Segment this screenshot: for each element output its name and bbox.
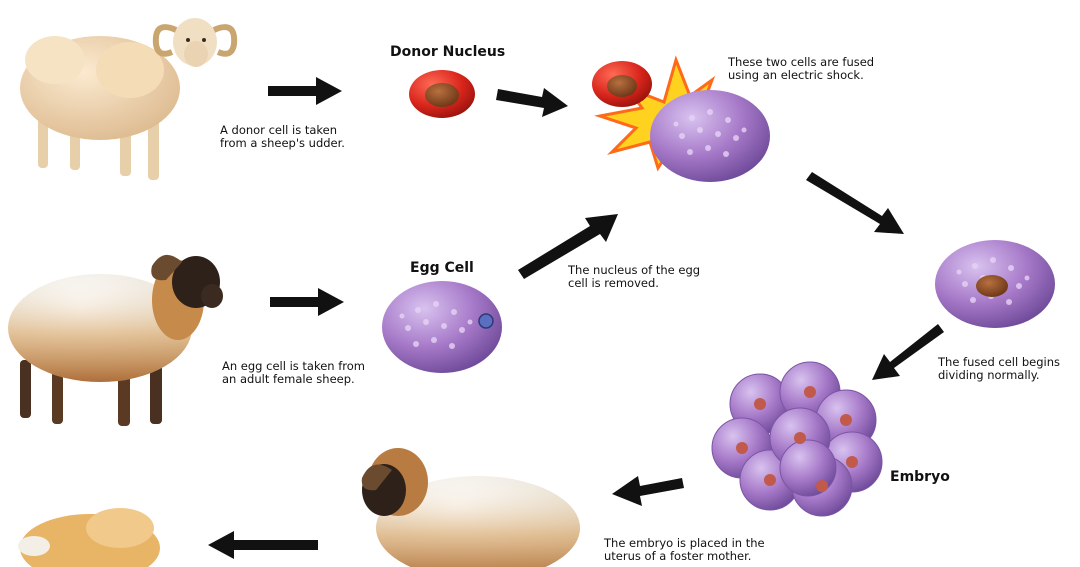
arrow-fused-to-embryo xyxy=(872,324,944,380)
foster-sheep-image xyxy=(361,448,580,567)
embryo-cluster xyxy=(711,361,883,517)
label-donor-nucleus: Donor Nucleus xyxy=(390,44,506,60)
arrow-donor-to-nucleus xyxy=(268,77,342,105)
arrow-sheep-to-egg xyxy=(270,288,344,316)
caption-nucleus-removed: The nucleus of the egg cell is removed. xyxy=(568,263,701,290)
arrow-foster-to-lamb xyxy=(208,531,318,559)
donor-sheep-image xyxy=(20,18,238,180)
caption-placed: The embryo is placed in the uterus of a … xyxy=(604,536,765,563)
arrow-nucleus-to-fusion xyxy=(496,88,568,117)
caption-dividing: The fused cell begins dividing normally. xyxy=(938,355,1060,382)
caption-egg-taken: An egg cell is taken from an adult femal… xyxy=(222,359,366,386)
donor-nucleus-cell xyxy=(409,70,475,118)
label-egg-cell: Egg Cell xyxy=(410,260,474,276)
fused-cell xyxy=(935,240,1055,328)
lamb-image xyxy=(18,508,160,567)
caption-donor-cell: A donor cell is taken from a sheep's udd… xyxy=(220,123,345,150)
arrow-fusion-to-fused-cell xyxy=(806,172,904,234)
label-embryo: Embryo xyxy=(890,469,950,485)
egg-cell xyxy=(382,281,502,373)
arrow-egg-to-fusion xyxy=(518,214,618,279)
arrow-embryo-to-foster xyxy=(612,476,684,506)
caption-fused: These two cells are fused using an elect… xyxy=(728,55,875,82)
female-sheep-image xyxy=(8,254,223,426)
fusion-cells xyxy=(592,55,770,182)
diagram-arrows xyxy=(208,77,944,559)
